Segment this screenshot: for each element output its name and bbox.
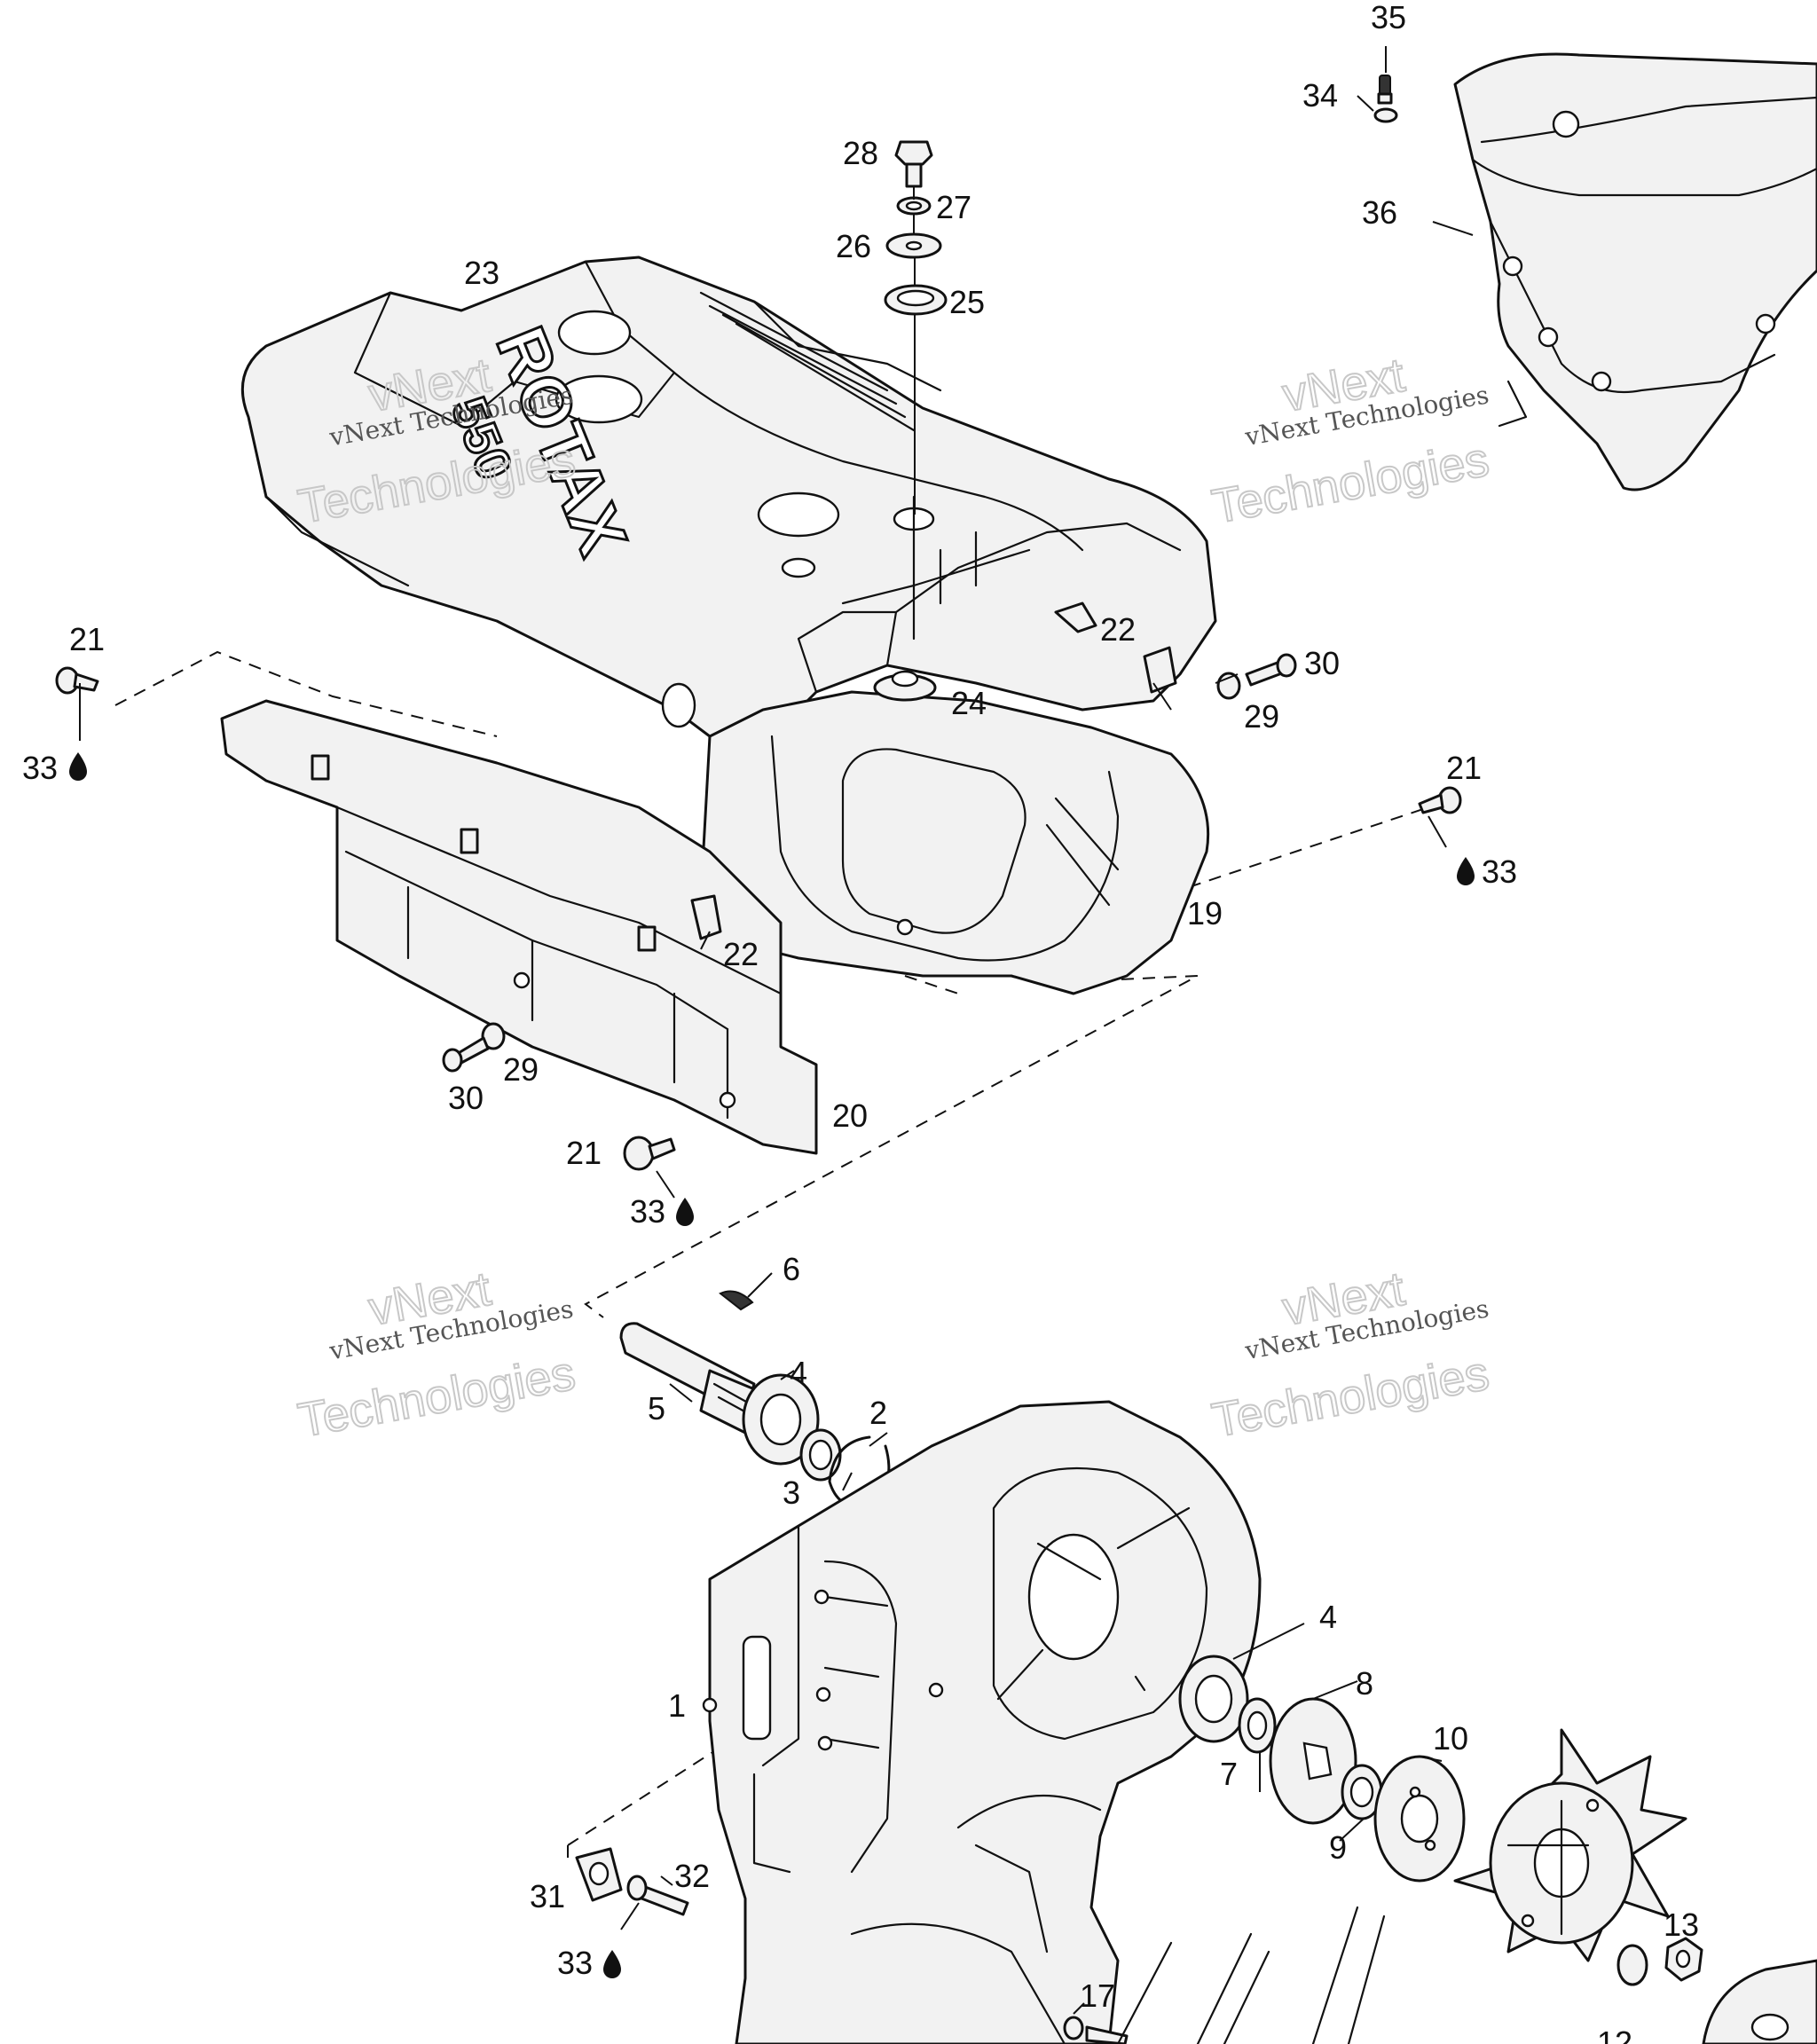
callout-36: 36 xyxy=(1362,194,1397,231)
part-35-screw xyxy=(1377,75,1393,105)
part-36-air-box xyxy=(1453,52,1817,491)
callout-30-lower: 30 xyxy=(448,1080,484,1116)
part-26-washer xyxy=(885,232,942,259)
part-22-clip-upper xyxy=(1054,601,1097,633)
callout-23: 23 xyxy=(464,255,499,291)
part-20-baffle xyxy=(220,699,818,1155)
callout-33-lower: 33 xyxy=(630,1193,665,1230)
part-3-spacer xyxy=(799,1428,842,1482)
callout-7: 7 xyxy=(1220,1756,1238,1792)
oil-drop-icon xyxy=(676,1198,694,1226)
oil-drop-icon xyxy=(1457,857,1475,885)
callout-13: 13 xyxy=(1664,1906,1699,1943)
callout-9: 9 xyxy=(1329,1829,1347,1866)
part-22-clip-lower xyxy=(690,894,722,940)
callout-5: 5 xyxy=(648,1390,665,1427)
part-11-pulley-partial xyxy=(1702,1959,1817,2044)
callout-34: 34 xyxy=(1302,77,1338,114)
leader-lines xyxy=(79,46,1474,2015)
part-8-pulley-half xyxy=(1269,1697,1357,1825)
part-32-screw xyxy=(626,1875,689,1916)
callout-21-right: 21 xyxy=(1446,750,1482,786)
part-34-washer xyxy=(1373,107,1398,123)
part-30-screw-right xyxy=(1245,653,1297,687)
part-19-front-shroud xyxy=(699,690,1210,995)
callout-33-right: 33 xyxy=(1482,853,1517,890)
part-31-bushing xyxy=(575,1847,623,1902)
callout-29-lower: 29 xyxy=(503,1051,539,1088)
callout-1: 1 xyxy=(668,1687,686,1724)
callout-3: 3 xyxy=(783,1474,800,1511)
part-4-bearing-upper xyxy=(742,1373,820,1466)
assembly-dash-lines xyxy=(114,650,1429,1863)
part-7-spacer xyxy=(1238,1697,1277,1754)
part-13-nut xyxy=(1616,1937,1703,1986)
callout-30-right: 30 xyxy=(1304,645,1340,681)
callout-33-left: 33 xyxy=(22,750,58,786)
part-10-pulley-half xyxy=(1373,1755,1466,1883)
callout-21-left: 21 xyxy=(69,621,105,657)
callout-labels: 35 34 36 28 27 26 25 23 22 22 24 30 29 2… xyxy=(22,0,1699,2044)
callout-17: 17 xyxy=(1080,1977,1115,2014)
part-12-fan xyxy=(1453,1728,1687,1962)
part-21-screw-left xyxy=(55,666,99,695)
callout-4-upper: 4 xyxy=(790,1355,807,1391)
callout-33-bottom: 33 xyxy=(557,1945,593,1981)
callout-29-right: 29 xyxy=(1244,698,1279,735)
part-5-shaft xyxy=(619,1322,765,1439)
callout-22-lower: 22 xyxy=(723,936,759,972)
callout-26: 26 xyxy=(836,228,871,264)
callout-2: 2 xyxy=(869,1395,887,1431)
oil-drop-icon xyxy=(603,1950,621,1978)
callout-24: 24 xyxy=(951,685,987,721)
part-17-screw xyxy=(1063,2016,1129,2044)
part-27-washer xyxy=(896,196,932,216)
part-6-key xyxy=(719,1290,754,1311)
part-24-grommet xyxy=(873,670,937,702)
part-30-screw-lower xyxy=(442,1036,490,1073)
part-1-fan-housing xyxy=(702,1400,1262,2044)
callout-32: 32 xyxy=(674,1858,710,1894)
part-28-bolt xyxy=(894,140,933,188)
callout-19: 19 xyxy=(1187,895,1223,932)
callout-21-lower: 21 xyxy=(566,1135,602,1171)
callout-31: 31 xyxy=(530,1878,565,1914)
callout-25: 25 xyxy=(949,284,985,320)
oil-drop-icon xyxy=(69,752,87,781)
callout-12: 12 xyxy=(1597,2024,1632,2044)
part-21-screw-lower xyxy=(623,1136,676,1171)
callout-20: 20 xyxy=(832,1097,868,1134)
part-29-washer-lower xyxy=(481,1022,506,1050)
callout-10: 10 xyxy=(1433,1720,1468,1757)
callout-35: 35 xyxy=(1371,0,1406,35)
oil-drop-icons xyxy=(69,752,1475,1978)
part-23-cylinder-cowl: ROTAX 550 xyxy=(240,256,1217,765)
callout-27: 27 xyxy=(936,189,971,225)
callout-6: 6 xyxy=(783,1251,800,1287)
part-25-grommet xyxy=(884,284,948,316)
part-4-bearing-lower xyxy=(1178,1655,1249,1743)
part-22-clip-right xyxy=(1143,646,1177,694)
callout-22-upper: 22 xyxy=(1100,611,1136,648)
callout-28: 28 xyxy=(843,135,878,171)
callout-4-lower: 4 xyxy=(1319,1599,1337,1635)
callout-8: 8 xyxy=(1356,1665,1373,1702)
part-21-screw-right xyxy=(1418,786,1462,814)
